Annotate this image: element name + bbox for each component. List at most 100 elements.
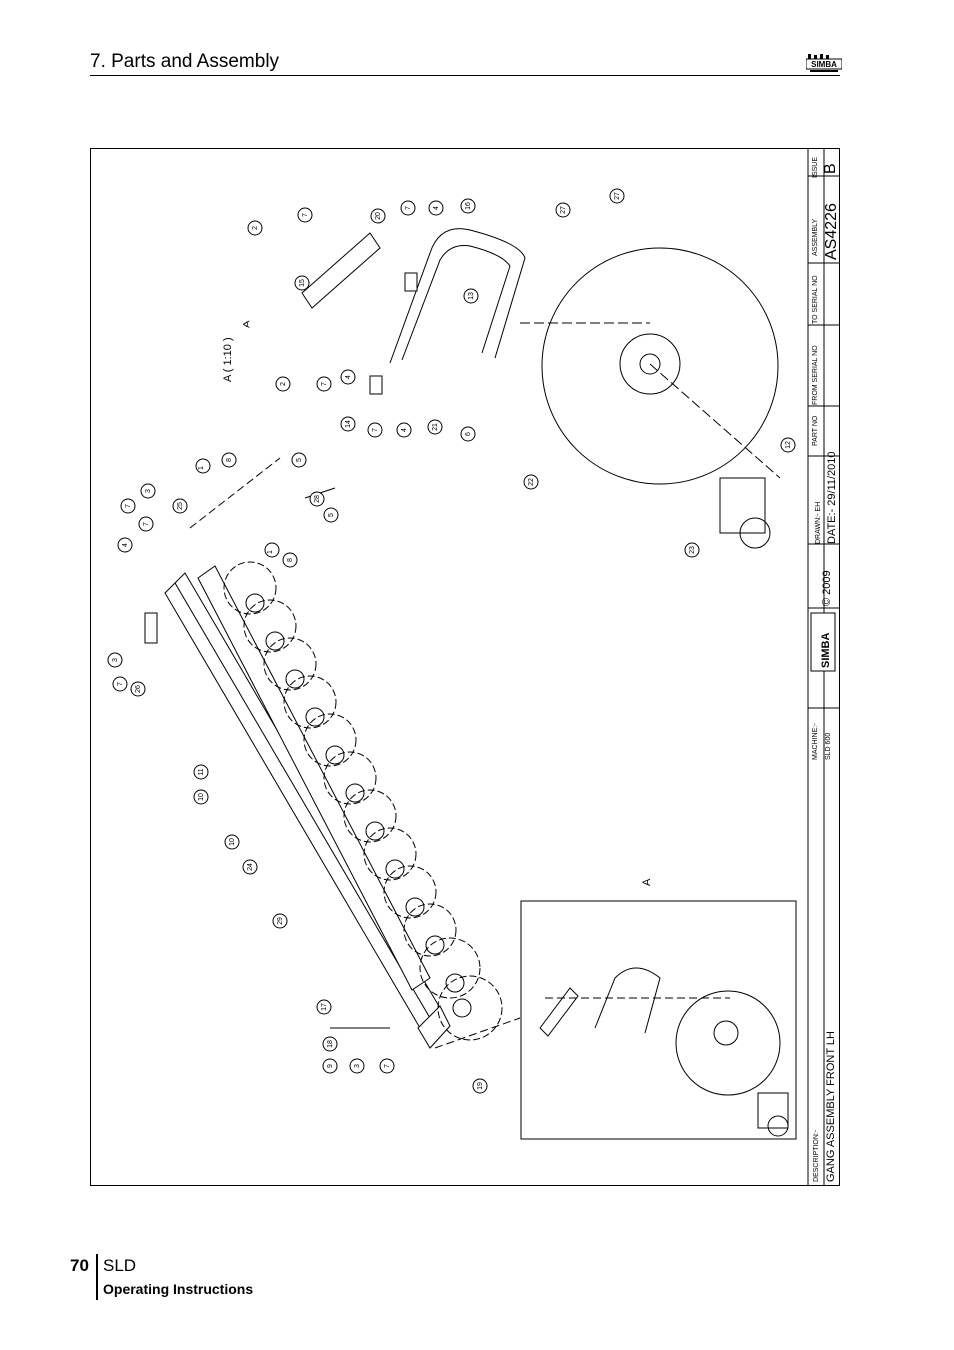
balloon-20: 20 [370,208,386,224]
balloon-3c: 3 [349,1058,365,1074]
balloon-7f: 7 [138,516,154,532]
balloon-7b: 7 [400,200,416,216]
footer-divider [96,1254,98,1300]
part-no-label: PART NO [812,415,819,446]
balloon-11: 11 [193,764,209,780]
machine-label: MACHINE:- [812,723,819,760]
balloon-4: 4 [428,200,444,216]
svg-text:10: 10 [229,838,236,846]
copyright: © 2009 [821,570,833,606]
svg-text:17: 17 [321,1003,328,1011]
svg-text:4: 4 [122,543,129,547]
svg-text:7: 7 [125,504,132,508]
drawing-date: DATE:- 29/11/2010 [826,451,838,544]
svg-text:SIMBA: SIMBA [820,633,832,669]
balloon-14: 14 [340,416,356,432]
svg-text:3: 3 [112,658,119,662]
balloon-3: 3 [140,483,156,499]
svg-text:2: 2 [280,382,287,386]
balloon-3b: 3 [107,652,123,668]
svg-text:21: 21 [432,423,439,431]
svg-text:SIMBA: SIMBA [811,60,837,69]
balloon-5b: 5 [323,507,339,523]
svg-text:13: 13 [468,292,475,300]
svg-text:22: 22 [528,478,535,486]
balloon-8: 8 [221,452,237,468]
balloon-15: 15 [294,275,310,291]
title-block-logo: SIMBA [810,612,836,672]
description-value: GANG ASSEMBLY FRONT LH [825,1031,837,1182]
svg-text:7: 7 [372,428,379,432]
svg-text:7: 7 [405,206,412,210]
balloon-18: 18 [322,1036,338,1052]
svg-text:6: 6 [465,432,472,436]
svg-text:8: 8 [287,558,294,562]
svg-text:3: 3 [354,1064,361,1068]
svg-text:7: 7 [143,522,150,526]
svg-text:3: 3 [145,489,152,493]
balloon-25: 25 [172,498,188,514]
svg-text:23: 23 [689,546,696,554]
item-balloons: 1 1 2 2 3 3 3 4 4 4 4 5 5 6 7 7 7 7 7 7 … [107,188,796,1094]
svg-text:7: 7 [117,682,124,686]
svg-text:29: 29 [277,917,284,925]
balloon-7c: 7 [316,376,332,392]
disc-row [223,561,503,1041]
svg-text:20: 20 [375,212,382,220]
balloon-4c: 4 [396,422,412,438]
machine-value: SLD 600 [825,733,832,760]
gang-assembly [144,457,521,1049]
balloon-1b: 1 [264,542,280,558]
balloon-26: 26 [130,681,146,697]
balloon-7: 7 [297,207,313,223]
svg-text:9: 9 [327,1064,334,1068]
svg-text:19: 19 [477,1082,484,1090]
svg-text:5: 5 [328,513,335,517]
balloon-24: 24 [242,859,258,875]
svg-text:12: 12 [785,441,792,449]
svg-text:25: 25 [177,502,184,510]
svg-text:2: 2 [252,226,259,230]
balloon-13: 13 [463,288,479,304]
svg-text:11: 11 [198,768,205,775]
svg-text:4: 4 [345,375,352,379]
section-marker: A [641,878,653,886]
svg-text:27: 27 [560,206,567,214]
balloon-27: 27 [555,202,571,218]
balloon-28: 28 [309,491,325,507]
simba-logo: SIMBA [806,54,842,72]
footer-subtitle: Operating Instructions [103,1281,254,1297]
balloon-7d: 7 [367,422,383,438]
svg-text:18: 18 [327,1040,334,1048]
drawn-by: DRAWN:- EH [815,502,822,544]
svg-text:1: 1 [267,550,274,554]
issue-value: B [822,163,839,174]
balloon-8b: 8 [282,552,298,568]
balloon-7h: 7 [379,1058,395,1074]
svg-text:14: 14 [345,420,352,428]
balloon-2: 2 [247,220,263,236]
svg-text:7: 7 [384,1064,391,1068]
balloon-10b: 10 [224,834,240,850]
balloon-19: 19 [472,1078,488,1094]
balloon-6: 6 [460,426,476,442]
description-label: DESCRIPTION:- [813,1129,820,1182]
svg-text:8: 8 [226,458,233,462]
svg-text:24: 24 [247,863,254,871]
balloon-23: 23 [684,542,700,558]
view-label: A ( 1:10 ) [222,337,234,382]
svg-text:16: 16 [465,202,472,210]
detail-view-a [301,228,781,549]
header-divider [90,75,840,76]
svg-text:27: 27 [614,192,621,200]
svg-text:4: 4 [401,428,408,432]
balloon-22: 22 [523,474,539,490]
balloon-2b: 2 [275,376,291,392]
assembly-label: ASSEMBLY [812,218,819,256]
title-block: ISSUE B ASSEMBLY AS4226 TO SERIAL NO FRO… [807,148,840,1186]
section-title: 7. Parts and Assembly [90,51,280,72]
balloon-5: 5 [291,452,307,468]
from-serial-label: FROM SERIAL NO [812,345,819,405]
svg-text:15: 15 [299,279,306,287]
svg-text:7: 7 [302,213,309,217]
